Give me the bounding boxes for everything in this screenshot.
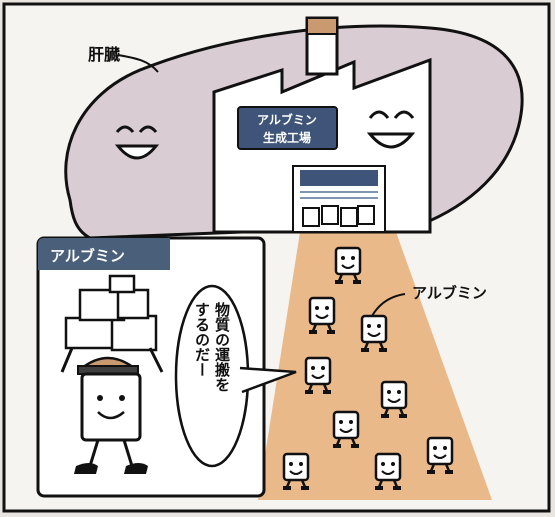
speech-line-2: するのだー: [193, 302, 211, 377]
speech-bubble: 物質の運搬を するのだー: [174, 284, 297, 468]
liver-label: 肝臓: [88, 45, 120, 64]
carrier-character: [60, 274, 164, 474]
factory-sign: [237, 106, 338, 150]
panel-header: [38, 238, 170, 270]
speech-line-1: 物質の運搬を: [213, 301, 231, 392]
chimney-top: [306, 17, 338, 35]
factory-sign-line2: 生成工場: [263, 130, 311, 145]
albumin-label: アルブミン: [412, 284, 487, 302]
albumin-panel: アルブミン: [36, 236, 297, 498]
factory-door-banner: [300, 170, 378, 186]
panel-title: アルブミン: [50, 247, 125, 265]
factory-building: アルブミン 生成工場: [212, 16, 432, 234]
albumin-pointer: [371, 293, 406, 317]
factory-sign-line1: アルブミン: [257, 112, 317, 127]
liver-face-left: [114, 125, 160, 160]
liver-face-right: [366, 110, 416, 149]
liver-pointer: [117, 54, 159, 73]
conveyor-albumins: [302, 205, 375, 227]
